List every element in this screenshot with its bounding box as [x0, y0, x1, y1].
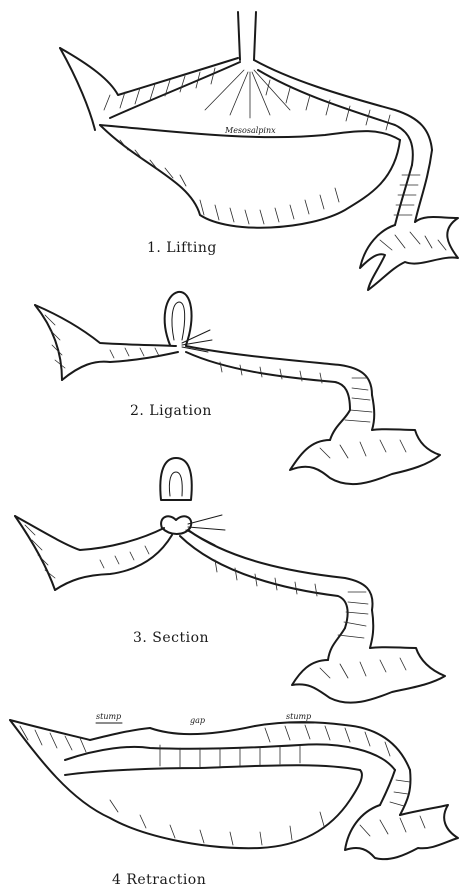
caption-ligation: 2. Ligation: [130, 403, 212, 419]
tube-left-2: [35, 305, 176, 346]
caption-section: 3. Section: [133, 630, 209, 646]
label-left-stump: stump: [96, 712, 121, 721]
left-stump-4: [10, 720, 150, 740]
stumps-3: [161, 516, 191, 534]
ligated-loop: [165, 292, 192, 345]
label-right-stump: stump: [286, 712, 311, 721]
caption-lifting: 1. Lifting: [147, 240, 217, 256]
fimbriae-1: [360, 217, 458, 290]
panel-3-section-drawing: [15, 458, 445, 703]
tube-right-3: [188, 530, 373, 610]
panel-4-retraction-drawing: [10, 720, 458, 859]
gap-outline: [150, 726, 255, 734]
fimbriae-2: [290, 429, 440, 484]
caption-retraction: 4 Retraction: [112, 872, 206, 888]
lift-thread-right: [254, 12, 256, 60]
panel-2-ligation-drawing: [35, 292, 440, 484]
mesosalpinx-outline: [100, 125, 400, 228]
fimbriae-3: [292, 647, 445, 703]
excised-loop: [160, 458, 191, 500]
label-gap: gap: [190, 716, 205, 725]
tube-upper-left: [60, 48, 238, 95]
mesosalpinx-label: Mesosalpinx: [225, 126, 276, 135]
mesosalpinx-4: [10, 720, 362, 848]
lift-thread-left: [238, 12, 240, 60]
panel-1-lifting-drawing: [60, 12, 458, 290]
